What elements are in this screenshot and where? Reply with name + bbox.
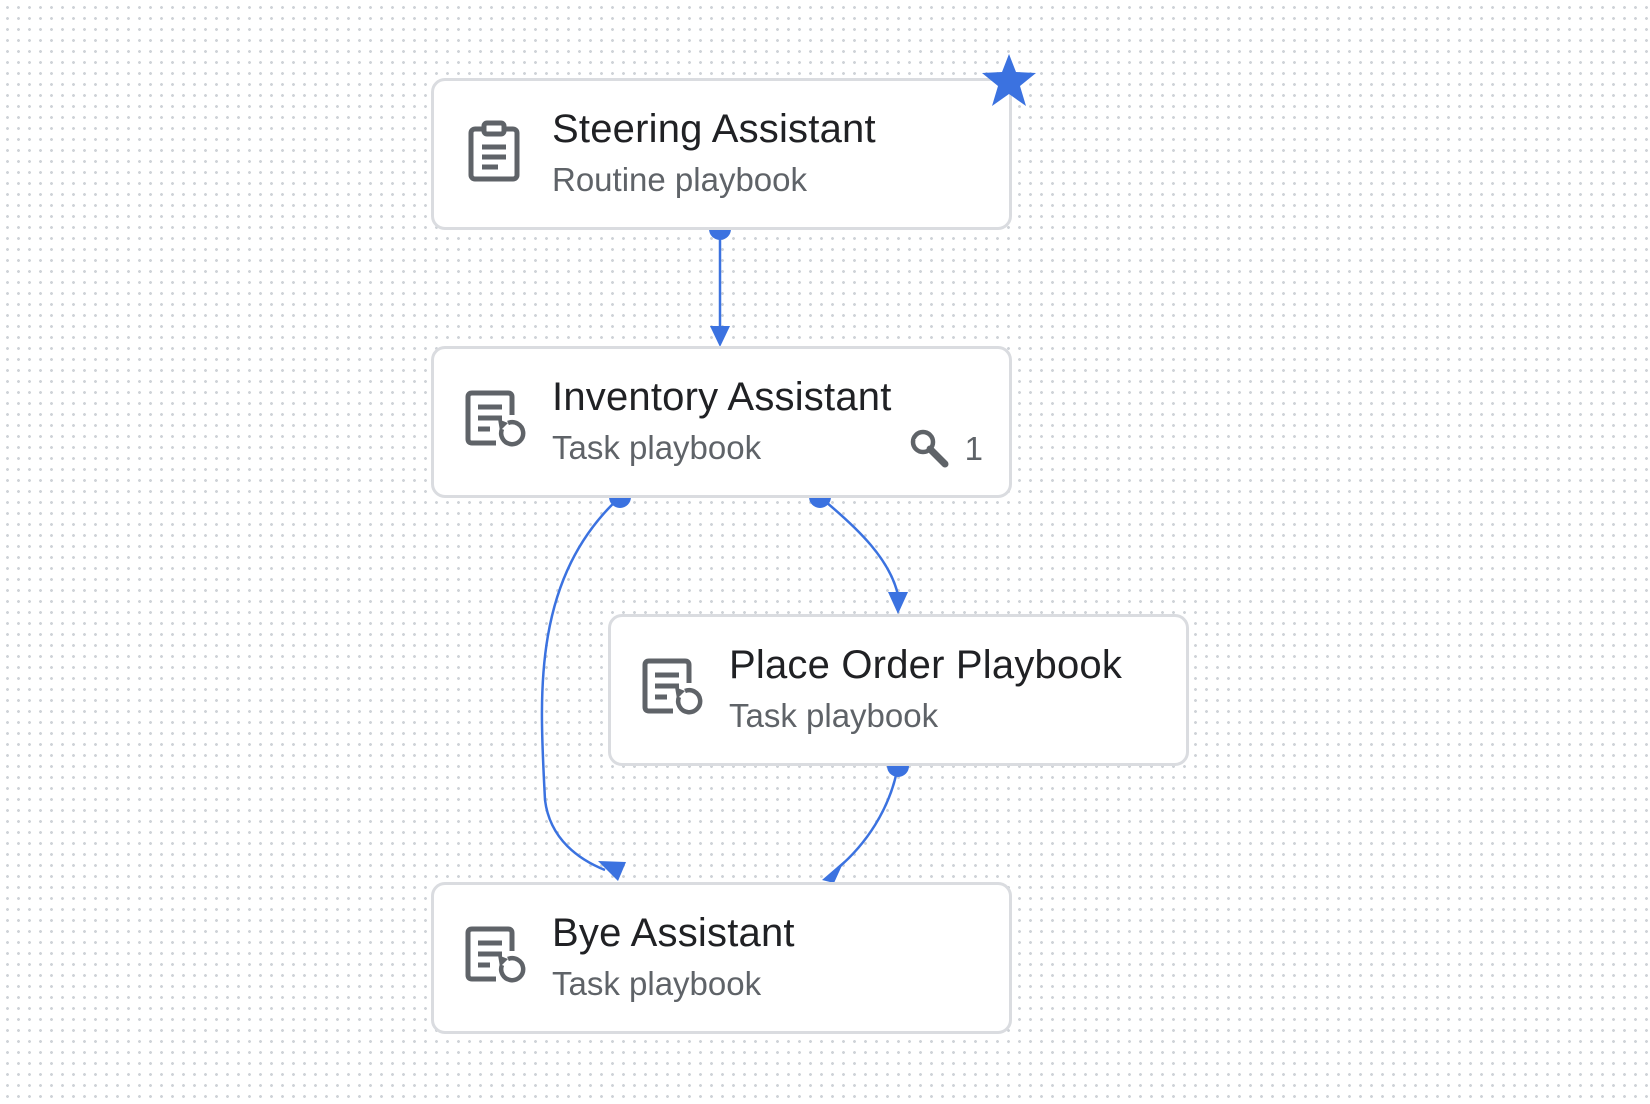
node-place-order-playbook[interactable]: Place Order Playbook Task playbook — [608, 614, 1189, 766]
node-title: Bye Assistant — [552, 911, 795, 955]
node-bye-assistant[interactable]: Bye Assistant Task playbook — [431, 882, 1012, 1034]
star-icon — [982, 54, 1036, 106]
node-title: Place Order Playbook — [729, 643, 1123, 687]
node-title: Inventory Assistant — [552, 375, 892, 419]
node-title: Steering Assistant — [552, 107, 876, 151]
task-playbook-icon — [465, 390, 526, 447]
node-subtitle: Routine playbook — [552, 161, 808, 198]
node-inventory-assistant[interactable]: Inventory Assistant Task playbook 1 — [431, 346, 1012, 498]
tools-badge[interactable]: 1 — [909, 429, 983, 469]
node-subtitle: Task playbook — [552, 429, 762, 466]
task-playbook-icon — [642, 658, 703, 715]
edge-place-order-to-bye[interactable] — [822, 755, 909, 883]
node-subtitle: Task playbook — [552, 965, 762, 1002]
edge-steering-to-inventory[interactable] — [709, 218, 731, 347]
node-steering-assistant[interactable]: Steering Assistant Routine playbook — [431, 78, 1012, 230]
clipboard-icon — [468, 120, 520, 182]
task-playbook-icon — [465, 926, 526, 983]
edge-inventory-to-place-order[interactable] — [809, 486, 908, 614]
node-subtitle: Task playbook — [729, 697, 939, 734]
wrench-icon — [910, 429, 949, 468]
tools-count: 1 — [964, 430, 983, 467]
